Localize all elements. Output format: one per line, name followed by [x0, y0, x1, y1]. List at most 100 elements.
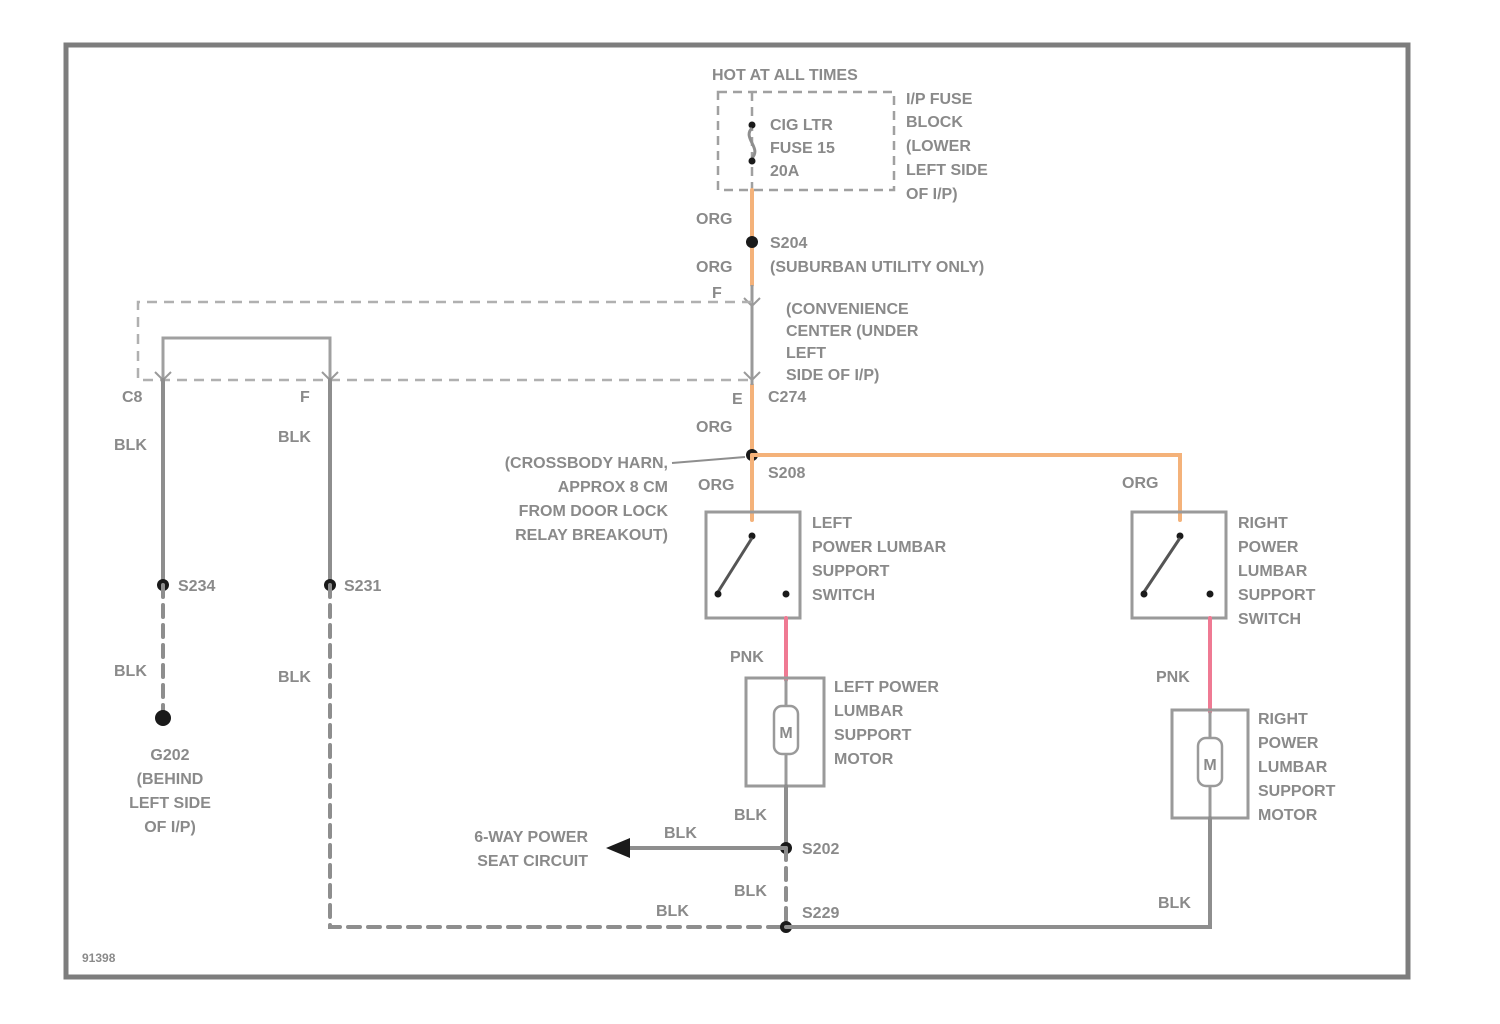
- right-switch-pivot: [1141, 591, 1148, 598]
- svg-text:MOTOR: MOTOR: [834, 751, 894, 768]
- connector-c274-label: C274: [768, 389, 806, 406]
- svg-text:MOTOR: MOTOR: [1258, 807, 1318, 824]
- svg-text:LEFT SIDE: LEFT SIDE: [906, 162, 988, 179]
- svg-text:6-WAY POWER: 6-WAY POWER: [474, 829, 588, 846]
- seat-circuit-label: 6-WAY POWER SEAT CIRCUIT: [474, 829, 588, 870]
- pin-e-label: E: [732, 391, 743, 408]
- left-switch-terminal-out: [783, 591, 790, 598]
- wire-label-org-right: ORG: [1122, 475, 1158, 492]
- wire-label-org-3: ORG: [696, 419, 732, 436]
- splice-s204-label: S204: [770, 235, 807, 252]
- seat-circuit-arrow: [606, 838, 630, 858]
- wire-label-pnk-left: PNK: [730, 649, 764, 666]
- blk-wire-s229-to-right-motor: [786, 818, 1210, 927]
- svg-text:SEAT CIRCUIT: SEAT CIRCUIT: [477, 853, 588, 870]
- right-motor-label: RIGHT POWER LUMBAR SUPPORT MOTOR: [1258, 711, 1336, 824]
- splice-s231-upper-label: S231: [344, 578, 381, 595]
- svg-text:OF I/P): OF I/P): [906, 186, 958, 203]
- svg-text:(CROSSBODY HARN,: (CROSSBODY HARN,: [505, 455, 668, 472]
- convenience-center-outline: [138, 302, 752, 380]
- svg-text:SUPPORT: SUPPORT: [1238, 587, 1316, 604]
- svg-text:POWER: POWER: [1238, 539, 1299, 556]
- pin-f-label: F: [300, 389, 310, 406]
- convenience-center-label: (CONVENIENCE CENTER (UNDER LEFT SIDE OF …: [786, 301, 919, 384]
- wire-label-blk-right-motor: BLK: [1158, 895, 1191, 912]
- figure-id: 91398: [82, 951, 116, 965]
- svg-text:RIGHT: RIGHT: [1258, 711, 1308, 728]
- svg-text:SIDE OF I/P): SIDE OF I/P): [786, 367, 879, 384]
- wire-label-org-4: ORG: [698, 477, 734, 494]
- fuse-block-label: I/P FUSE BLOCK (LOWER LEFT SIDE OF I/P): [906, 91, 988, 203]
- fuse-terminal-top: [749, 122, 756, 129]
- svg-text:RIGHT: RIGHT: [1238, 515, 1288, 532]
- svg-text:APPROX 8 CM: APPROX 8 CM: [558, 479, 668, 496]
- left-motor-label: LEFT POWER LUMBAR SUPPORT MOTOR: [834, 679, 939, 768]
- svg-text:LUMBAR: LUMBAR: [1238, 563, 1308, 580]
- svg-text:LEFT SIDE: LEFT SIDE: [129, 795, 211, 812]
- hot-at-all-times-label: HOT AT ALL TIMES: [712, 67, 858, 84]
- wire-label-blk-c8: BLK: [114, 437, 147, 454]
- wire-label-org-1: ORG: [696, 211, 732, 228]
- left-switch-label: LEFT POWER LUMBAR SUPPORT SWITCH: [812, 515, 947, 604]
- convenience-internal-loop: [163, 338, 330, 380]
- svg-text:SUPPORT: SUPPORT: [812, 563, 890, 580]
- svg-text:RELAY BREAKOUT): RELAY BREAKOUT): [515, 527, 668, 544]
- wire-label-blk-s202-down: BLK: [734, 883, 767, 900]
- svg-text:SWITCH: SWITCH: [812, 587, 875, 604]
- wire-label-blk-left-motor: BLK: [734, 807, 767, 824]
- fuse-label: CIG LTR FUSE 15 20A: [770, 117, 835, 180]
- splice-s208-label: S208: [768, 465, 805, 482]
- svg-text:G202: G202: [150, 747, 189, 764]
- svg-text:I/P FUSE: I/P FUSE: [906, 91, 973, 108]
- left-switch-pivot: [715, 591, 722, 598]
- svg-text:CIG LTR: CIG LTR: [770, 117, 833, 134]
- right-switch-blade: [1144, 538, 1180, 592]
- crossbody-label: (CROSSBODY HARN, APPROX 8 CM FROM DOOR L…: [505, 455, 669, 544]
- svg-text:LEFT: LEFT: [786, 345, 826, 362]
- left-switch-blade: [718, 538, 752, 592]
- svg-text:BLOCK: BLOCK: [906, 114, 963, 131]
- svg-text:LEFT: LEFT: [812, 515, 852, 532]
- crossbody-leader: [672, 457, 745, 463]
- svg-text:LUMBAR: LUMBAR: [834, 703, 904, 720]
- splice-s234-label: S234: [178, 578, 215, 595]
- right-switch-label: RIGHT POWER LUMBAR SUPPORT SWITCH: [1238, 515, 1316, 628]
- svg-text:LUMBAR: LUMBAR: [1258, 759, 1328, 776]
- blk-wire-s231-to-s229: [330, 585, 786, 927]
- right-switch-terminal-out: [1207, 591, 1214, 598]
- svg-text:SWITCH: SWITCH: [1238, 611, 1301, 628]
- splice-s204-dot: [746, 236, 758, 248]
- right-switch-box: [1132, 512, 1226, 618]
- pin-c8-label: C8: [122, 389, 143, 406]
- svg-text:FROM DOOR LOCK: FROM DOOR LOCK: [519, 503, 669, 520]
- svg-text:(CONVENIENCE: (CONVENIENCE: [786, 301, 909, 318]
- pin-label-upper: F: [712, 285, 722, 302]
- wire-label-org-2: ORG: [696, 259, 732, 276]
- wire-label-blk-bottom: BLK: [656, 903, 689, 920]
- splice-s229-label: S229: [802, 905, 839, 922]
- left-motor-symbol: M: [779, 725, 792, 742]
- splice-s204-note: (SUBURBAN UTILITY ONLY): [770, 259, 984, 276]
- svg-text:POWER: POWER: [1258, 735, 1319, 752]
- wire-label-blk-s231: BLK: [278, 669, 311, 686]
- wire-label-blk-f: BLK: [278, 429, 311, 446]
- org-wire-s208-to-right-switch: [752, 455, 1180, 520]
- wire-label-blk-seat: BLK: [664, 825, 697, 842]
- svg-text:SUPPORT: SUPPORT: [1258, 783, 1336, 800]
- svg-text:SUPPORT: SUPPORT: [834, 727, 912, 744]
- splice-s202-label: S202: [802, 841, 839, 858]
- svg-text:LEFT POWER: LEFT POWER: [834, 679, 939, 696]
- ground-g202-label: G202 (BEHIND LEFT SIDE OF I/P): [129, 747, 211, 836]
- wire-label-blk-g202: BLK: [114, 663, 147, 680]
- svg-text:OF I/P): OF I/P): [144, 819, 196, 836]
- svg-text:FUSE 15: FUSE 15: [770, 140, 835, 157]
- wire-label-pnk-right: PNK: [1156, 669, 1190, 686]
- fuse-terminal-bottom: [749, 158, 756, 165]
- right-motor-symbol: M: [1203, 757, 1216, 774]
- svg-text:20A: 20A: [770, 163, 800, 180]
- svg-text:(BEHIND: (BEHIND: [137, 771, 204, 788]
- svg-text:CENTER (UNDER: CENTER (UNDER: [786, 323, 919, 340]
- svg-text:POWER LUMBAR: POWER LUMBAR: [812, 539, 947, 556]
- left-switch-box: [706, 512, 800, 618]
